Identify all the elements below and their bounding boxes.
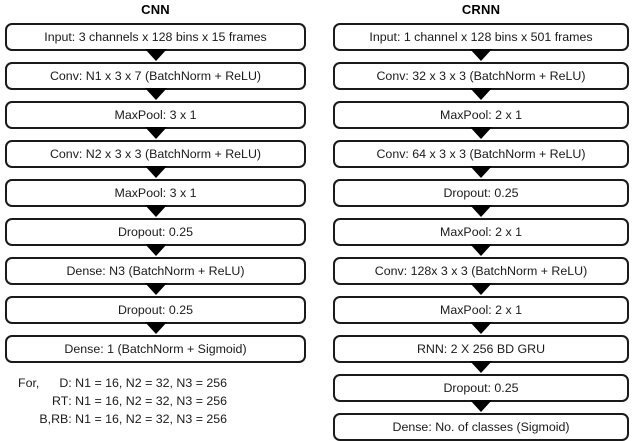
cnn-node-maxpool1-label: MaxPool: 3 x 1 [114,107,197,122]
table-row: RT : N1 = 16, N2 = 32, N3 = 256 [18,392,227,410]
crnn-node-conv1: Conv: 32 x 3 x 3 (BatchNorm + ReLU) [333,62,629,100]
cnn-node-conv2-label: Conv: N2 x 3 x 3 (BatchNorm + ReLU) [49,146,262,161]
legend-values: : N1 = 16, N2 = 32, N3 = 256 [68,394,228,408]
arrow-down-icon [144,205,167,217]
cnn-flow: Input: 3 channels x 128 bins x 15 frames… [5,23,306,363]
arrow-down-icon [470,283,492,295]
cnn-node-dense1-label: Dense: N3 (BatchNorm + ReLU) [66,263,245,278]
legend-task-name: B,RB [39,412,69,426]
crnn-node-input-label: Input: 1 channel x 128 bins x 501 frames [369,29,593,44]
arrow-down-icon [470,244,492,256]
arrow-down-icon [144,127,167,139]
arrow-down-icon [144,166,167,178]
crnn-node-conv2: Conv: 64 x 3 x 3 (BatchNorm + ReLU) [333,140,629,178]
legend-prefix [18,392,39,410]
arrow-down-icon [470,322,492,334]
cnn-node-dense-output-label: Dense: 1 (BatchNorm + Sigmoid) [64,341,247,356]
legend-values: : N1 = 16, N2 = 32, N3 = 256 [68,412,228,426]
crnn-node-conv1-label: Conv: 32 x 3 x 3 (BatchNorm + ReLU) [376,68,586,83]
arrow-down-icon [144,88,167,100]
arrow-down-icon [144,322,167,334]
crnn-node-conv2-label: Conv: 64 x 3 x 3 (BatchNorm + ReLU) [376,146,586,161]
cnn-column-title: CNN [141,2,170,17]
crnn-node-conv3-label: Conv: 128x 3 x 3 (BatchNorm + ReLU) [374,263,588,278]
cnn-node-dropout2: Dropout: 0.25 [5,296,306,334]
crnn-node-dropout1-label: Dropout: 0.25 [443,185,519,200]
legend-values: : N1 = 16, N2 = 32, N3 = 256 [68,376,228,390]
crnn-node-rnn-label: RNN: 2 X 256 BD GRU [416,341,546,356]
table-row: B,RB : N1 = 16, N2 = 32, N3 = 256 [18,410,227,428]
table-row: For, D : N1 = 16, N2 = 32, N3 = 256 [18,374,227,392]
cnn-node-maxpool1: MaxPool: 3 x 1 [5,101,306,139]
cnn-node-maxpool2-label: MaxPool: 3 x 1 [114,185,197,200]
crnn-node-maxpool1-label: MaxPool: 2 x 1 [440,107,522,122]
arrow-down-icon [144,244,167,256]
legend-prefix: For, [18,376,40,390]
legend-task-name: D [59,376,69,390]
arrow-down-icon [470,361,492,373]
crnn-node-conv3: Conv: 128x 3 x 3 (BatchNorm + ReLU) [333,257,629,295]
arrow-down-icon [470,49,492,61]
cnn-node-dropout2-label: Dropout: 0.25 [117,302,194,317]
legend-prefix [18,410,39,428]
cnn-node-conv2: Conv: N2 x 3 x 3 (BatchNorm + ReLU) [5,140,306,178]
hyperparameter-legend: For, D : N1 = 16, N2 = 32, N3 = 256 RT :… [18,374,227,428]
crnn-node-maxpool2: MaxPool: 2 x 1 [333,218,629,256]
arrow-down-icon [470,400,492,412]
crnn-node-dropout2: Dropout: 0.25 [333,374,629,412]
crnn-node-input: Input: 1 channel x 128 bins x 501 frames [333,23,629,61]
cnn-node-dropout1: Dropout: 0.25 [5,218,306,256]
crnn-node-maxpool3-label: MaxPool: 2 x 1 [440,302,522,317]
crnn-node-dropout1: Dropout: 0.25 [333,179,629,217]
crnn-node-maxpool1: MaxPool: 2 x 1 [333,101,629,139]
crnn-node-dense-output-label: Dense: No. of classes (Sigmoid) [392,419,570,434]
hyperparameter-table: For, D : N1 = 16, N2 = 32, N3 = 256 RT :… [18,374,227,428]
cnn-node-input: Input: 3 channels x 128 bins x 15 frames [5,23,306,61]
cnn-node-dropout1-label: Dropout: 0.25 [117,224,194,239]
cnn-node-conv1-label: Conv: N1 x 3 x 7 (BatchNorm + ReLU) [49,68,262,83]
arrow-down-icon [144,283,167,295]
arrow-down-icon [470,88,492,100]
crnn-node-dense-output: Dense: No. of classes (Sigmoid) [333,413,629,441]
cnn-node-maxpool2: MaxPool: 3 x 1 [5,179,306,217]
arrow-down-icon [470,127,492,139]
crnn-node-rnn: RNN: 2 X 256 BD GRU [333,335,629,373]
crnn-node-maxpool3: MaxPool: 2 x 1 [333,296,629,334]
crnn-flow: Input: 1 channel x 128 bins x 501 frames… [333,23,629,441]
crnn-node-dropout2-label: Dropout: 0.25 [443,380,519,395]
legend-task-name: RT [51,394,69,408]
crnn-column: CRNN Input: 1 channel x 128 bins x 501 f… [333,0,629,441]
crnn-column-title: CRNN [461,2,501,17]
cnn-column: CNN Input: 3 channels x 128 bins x 15 fr… [5,0,306,363]
cnn-node-dense1: Dense: N3 (BatchNorm + ReLU) [5,257,306,295]
crnn-node-maxpool2-label: MaxPool: 2 x 1 [440,224,522,239]
arrow-down-icon [470,205,492,217]
arrow-down-icon [470,166,492,178]
cnn-node-conv1: Conv: N1 x 3 x 7 (BatchNorm + ReLU) [5,62,306,100]
cnn-node-dense-output: Dense: 1 (BatchNorm + Sigmoid) [5,335,306,363]
cnn-node-input-label: Input: 3 channels x 128 bins x 15 frames [44,29,267,44]
arrow-down-icon [144,49,167,61]
